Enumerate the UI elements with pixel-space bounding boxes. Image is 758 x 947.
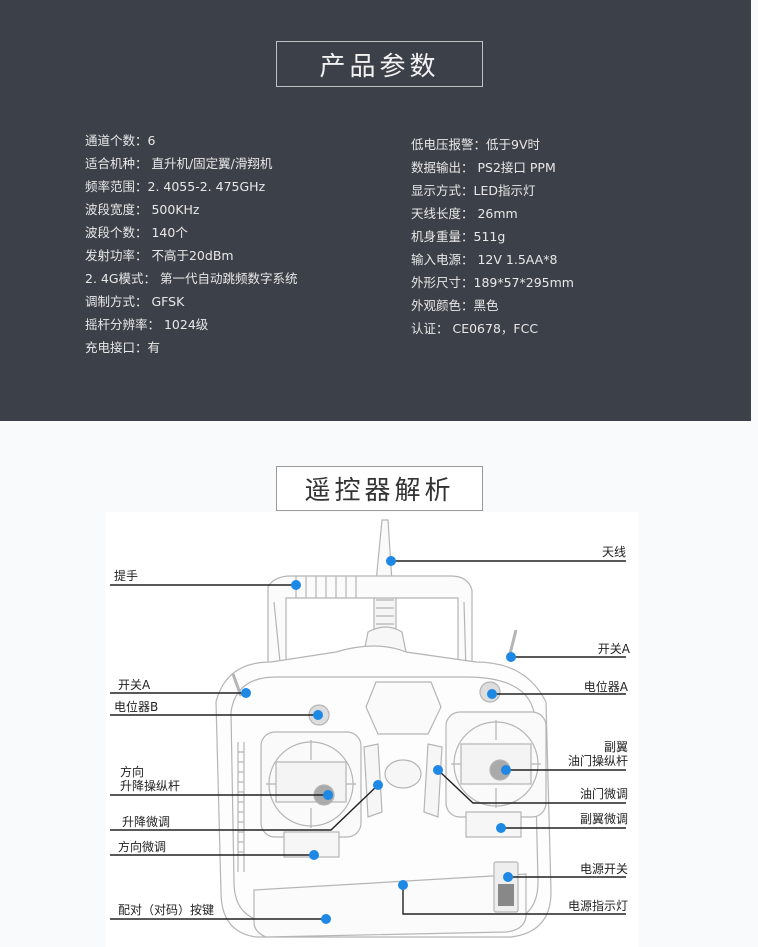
label-pot-a: 电位器A — [583, 680, 628, 694]
label-aileron-trim: 副翼微调 — [579, 812, 628, 826]
callout-dots — [241, 556, 516, 924]
label-throttle-trim: 油门微调 — [579, 787, 628, 801]
spec-title: 产品参数 — [276, 41, 483, 87]
label-power-led: 电源指示灯 — [567, 899, 628, 913]
controller-illustration — [110, 519, 626, 938]
spec-list-right: 低电压报警：低于9V时 数据输出： PS2接口 PPM 显示方式：LED指示灯 … — [411, 133, 574, 340]
spec-power-input: 输入电源： 12V 1.5AA*8 — [411, 252, 558, 267]
label-rudder-trim: 方向微调 — [118, 840, 167, 854]
spec-charge-port: 充电接口：有 — [85, 340, 161, 355]
label-elevator-trim: 升降微调 — [122, 815, 171, 829]
label-antenna: 天线 — [601, 545, 626, 559]
spec-antenna-length: 天线长度： 26mm — [411, 206, 518, 221]
spec-dimensions: 外形尺寸：189*57*295mm — [411, 275, 574, 290]
spec-tx-power: 发射功率： 不高于20dBm — [85, 248, 234, 263]
label-left-stick-line2: 升降操纵杆 — [120, 779, 181, 793]
label-power-switch: 电源开关 — [579, 862, 628, 876]
diagram-title: 遥控器解析 — [276, 466, 483, 511]
spec-certification: 认证： CE0678，FCC — [411, 321, 539, 336]
spec-frequency-range: 频率范围：2. 4055-2. 475GHz — [85, 179, 266, 194]
spec-bandwidth: 波段宽度： 500KHz — [85, 202, 200, 217]
label-switch-a-right: 开关A — [597, 642, 630, 656]
label-switch-a-left: 开关A — [118, 678, 151, 692]
spec-data-output: 数据输出： PS2接口 PPM — [411, 160, 556, 175]
spec-stick-resolution: 摇杆分辨率： 1024级 — [85, 317, 209, 332]
label-right-stick-line2: 油门操纵杆 — [567, 754, 628, 768]
leader-lines — [110, 560, 626, 920]
spec-aircraft-type: 适合机种： 直升机/固定翼/滑翔机 — [85, 156, 273, 171]
spec-weight: 机身重量：511g — [411, 229, 506, 244]
spec-band-count: 波段个数： 140个 — [85, 225, 188, 240]
spec-panel: 产品参数 通道个数：6 适合机种： 直升机/固定翼/滑翔机 频率范围：2. 40… — [0, 0, 751, 421]
controller-diagram: 天线 提手 开关A 开关A 电位器A 电位器B 方向 升降操纵杆 副翼 油门操纵… — [106, 512, 638, 947]
label-right-stick-line1: 副翼 — [603, 740, 628, 754]
spec-color: 外观颜色：黑色 — [411, 298, 499, 313]
spec-list-left: 通道个数：6 适合机种： 直升机/固定翼/滑翔机 频率范围：2. 4055-2.… — [85, 129, 298, 359]
spec-channels: 通道个数：6 — [85, 133, 156, 148]
spec-modulation: 调制方式： GFSK — [85, 294, 185, 309]
label-pot-b: 电位器B — [114, 700, 159, 714]
spec-low-voltage-alarm: 低电压报警：低于9V时 — [411, 137, 541, 152]
label-bind-button: 配对（对码）按键 — [118, 903, 215, 917]
spec-24g-mode: 2. 4G模式： 第一代自动跳频数字系统 — [85, 271, 298, 286]
spec-display: 显示方式：LED指示灯 — [411, 183, 536, 198]
label-left-stick-line1: 方向 — [120, 765, 145, 779]
label-handle: 提手 — [114, 569, 139, 583]
